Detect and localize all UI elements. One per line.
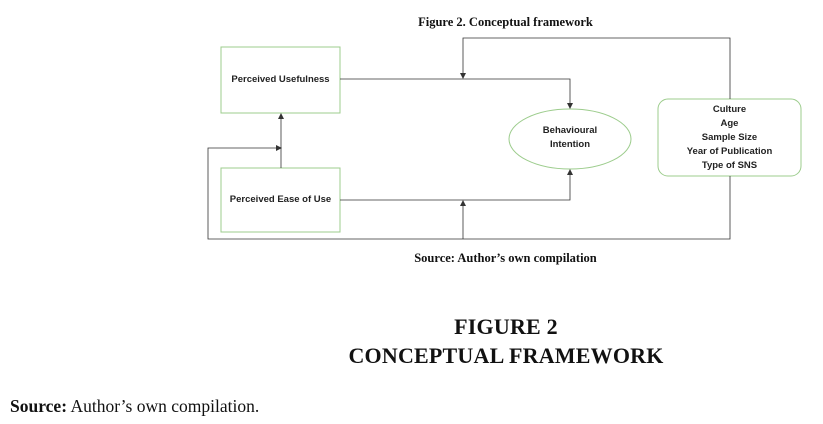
diagram-canvas <box>207 37 802 240</box>
source-text: Author’s own compilation. <box>67 396 260 416</box>
figure-caption: Figure 2. Conceptual framework <box>418 15 593 29</box>
moderator-item: Type of SNS <box>701 160 758 171</box>
figure-label: FIGURE 2 <box>454 314 558 339</box>
figure-title: CONCEPTUAL FRAMEWORK <box>348 343 664 368</box>
moderator-item: Sample Size <box>701 132 758 143</box>
conceptual-framework-diagram: Figure 2. Conceptual framework Perceived… <box>207 15 802 265</box>
moderators-box <box>657 98 802 177</box>
perceived-usefulness-label: Perceived Usefulness <box>231 74 330 85</box>
moderators-to-pu-bi-connector <box>460 37 731 99</box>
moderator-item: Year of Publication <box>686 146 773 157</box>
source-label: Source: <box>10 396 68 416</box>
behavioural-intention-line2: Intention <box>549 139 591 150</box>
behavioural-intention-label: Behavioural Intention <box>509 124 631 152</box>
figure-heading: FIGURE 2 CONCEPTUAL FRAMEWORK <box>0 312 823 370</box>
perceived-ease-of-use-box <box>220 167 341 233</box>
peou-to-bi-connector <box>340 169 573 201</box>
perceived-ease-of-use-label: Perceived Ease of Use <box>229 194 332 205</box>
moderators-label: Culture Age Sample Size Year of Publicat… <box>658 103 801 173</box>
source-line: Source: Author’s own compilation. <box>10 396 259 417</box>
perceived-usefulness-box <box>220 46 341 114</box>
moderators-to-peou-connector <box>207 145 731 240</box>
moderator-item: Age <box>720 118 739 129</box>
behavioural-intention-line1: Behavioural <box>542 125 598 136</box>
moderator-item: Culture <box>712 104 747 115</box>
diagram-source-caption: Source: Author’s own compilation <box>414 251 597 265</box>
pu-to-bi-connector <box>340 78 573 109</box>
